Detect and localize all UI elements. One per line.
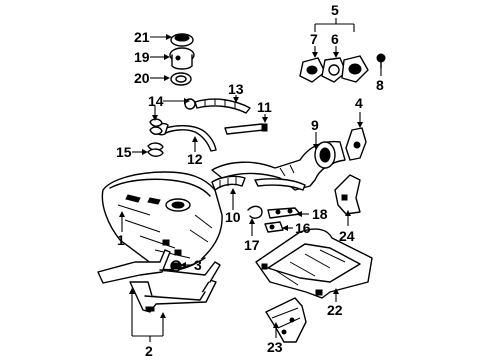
leader-lines: [119, 18, 382, 342]
clamp-11: [261, 123, 268, 132]
bracket-18: [267, 207, 301, 219]
gasket: [170, 72, 192, 86]
return-line: [154, 122, 217, 152]
callout-15: 15: [116, 144, 132, 160]
callout-19: 19: [134, 49, 150, 65]
spring-clip-15: [147, 142, 164, 157]
callout-10: 10: [225, 209, 241, 225]
callout-5: 5: [331, 2, 339, 18]
tank-straps: [97, 249, 221, 313]
filler-pipe: [211, 140, 346, 191]
callout-12: 12: [187, 151, 203, 167]
callout-16: 16: [295, 220, 311, 236]
callout-23: 23: [267, 339, 283, 355]
tank-shield-22: [255, 228, 373, 299]
grommet-7: [299, 57, 326, 83]
callout-24: 24: [339, 228, 355, 244]
callout-13: 13: [228, 81, 244, 97]
callout-3: 3: [194, 257, 202, 273]
callout-2: 2: [145, 343, 153, 359]
callout-1: 1: [117, 232, 125, 248]
callout-8: 8: [376, 77, 384, 93]
fuel-cap-ring: [170, 33, 194, 47]
screw-8: [376, 53, 386, 69]
callout-11: 11: [257, 99, 272, 115]
callout-4: 4: [355, 95, 363, 111]
callout-7: 7: [310, 31, 318, 47]
vent-hose: [184, 98, 251, 114]
grommet-6: [321, 57, 347, 83]
fuel-tank: [101, 171, 223, 272]
bracket-16: [264, 221, 284, 233]
callout-14: 14: [148, 93, 164, 109]
fuel-pump-module: [169, 47, 195, 70]
bolt: [170, 260, 182, 272]
filler-neck-bracket: [345, 127, 367, 161]
filler-hose: [211, 175, 246, 191]
clip-17: [247, 205, 263, 219]
lower-shield-23: [265, 297, 307, 343]
callout-18: 18: [312, 206, 328, 222]
grommet-5: [341, 55, 369, 83]
callout-17: 17: [244, 237, 260, 253]
spring-clip-14: [149, 118, 163, 135]
callout-9: 9: [311, 117, 319, 133]
callout-labels: 21 19 20 14 13 11 15 12 9 10 5 7 6 8 4 2…: [116, 2, 384, 359]
heat-shield-24: [334, 174, 361, 215]
callout-6: 6: [331, 31, 339, 47]
callout-22: 22: [327, 302, 343, 318]
breather-tube: [224, 123, 265, 135]
callout-21: 21: [134, 29, 150, 45]
callout-20: 20: [134, 70, 150, 86]
